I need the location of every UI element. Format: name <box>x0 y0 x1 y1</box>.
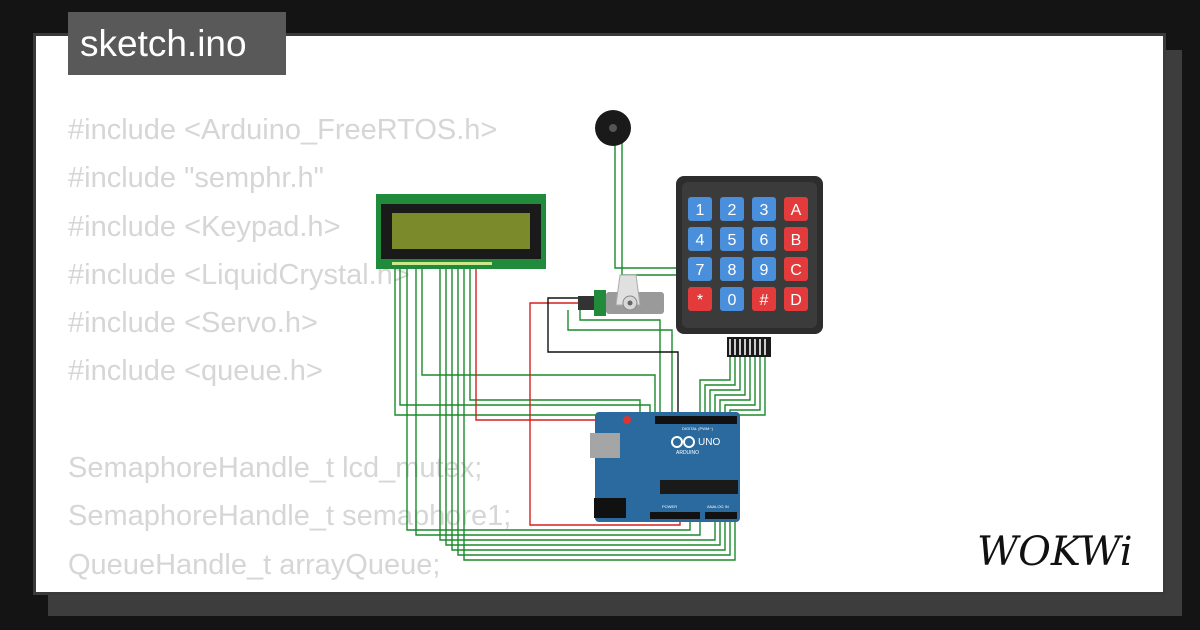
wire-lcd-3 <box>406 265 691 531</box>
keypad-key-B[interactable]: B <box>784 227 808 251</box>
keypad-key-#[interactable]: # <box>752 287 776 311</box>
wire-lcd-11 <box>469 265 641 420</box>
keypad-key-4[interactable]: 4 <box>688 227 712 251</box>
wire-lcd-8 <box>451 265 726 551</box>
arduino-analog-label: ANALOG IN <box>707 504 729 509</box>
wire-lcd-2 <box>399 265 651 420</box>
keypad-key-label: C <box>790 262 802 279</box>
keypad-key-label: B <box>791 232 802 249</box>
keypad-key-label: 4 <box>696 232 705 249</box>
keypad-key-9[interactable]: 9 <box>752 257 776 281</box>
keypad-key-8[interactable]: 8 <box>720 257 744 281</box>
keypad-key-1[interactable]: 1 <box>688 197 712 221</box>
wire-lcd-6 <box>439 265 716 541</box>
code-line: SemaphoreHandle_t semaphore1; <box>68 500 512 533</box>
buzzer <box>595 110 631 146</box>
wire-buzzer <box>614 140 676 269</box>
wire-keypad-3 <box>709 355 741 420</box>
wire-buzzer-2 <box>621 140 676 276</box>
keypad-key-C[interactable]: C <box>784 257 808 281</box>
code-line: #include <LiquidCrystal.h> <box>68 258 410 291</box>
wire-servo-2 <box>579 302 661 420</box>
wire-keypad-5 <box>719 355 751 420</box>
code-line: #include <Keypad.h> <box>68 210 341 243</box>
code-line: #include <Arduino_FreeRTOS.h> <box>68 114 498 146</box>
code-line: SemaphoreHandle_t lcd_mutex; <box>68 452 483 485</box>
arduino-brand: ARDUINO <box>676 450 699 456</box>
arduino-model: UNO <box>698 437 720 448</box>
code-line: #include <queue.h> <box>68 355 323 388</box>
keypad-key-A[interactable]: A <box>784 197 808 221</box>
keypad-keys: 1 2 3 A 4 5 6 B 7 8 9 C * 0 # D <box>688 197 808 311</box>
arduino-power-label: POWER <box>662 504 677 509</box>
code-line: QueueHandle_t arrayQueue; <box>68 548 441 581</box>
keypad-key-label: 0 <box>728 292 737 309</box>
keypad-key-label: 7 <box>696 262 705 279</box>
lcd-display <box>376 194 546 269</box>
arduino-uno: UNO ARDUINO DIGITAL (PWM~) ANALOG IN POW… <box>590 412 740 522</box>
keypad-key-label: 5 <box>728 232 737 249</box>
wire-lcd-5 <box>421 265 656 420</box>
wire-lcd-9 <box>457 265 731 556</box>
keypad-key-label: 6 <box>760 232 769 249</box>
keypad-key-3[interactable]: 3 <box>752 197 776 221</box>
wire-lcd-10 <box>463 265 736 561</box>
keypad-key-label: # <box>760 292 769 309</box>
code-listing: #include <Arduino_FreeRTOS.h> #include "s… <box>68 106 511 589</box>
keypad-key-D[interactable]: D <box>784 287 808 311</box>
wire-lcd-4 <box>415 265 701 536</box>
keypad-key-0[interactable]: 0 <box>720 287 744 311</box>
wokwi-logo: WOKWi <box>977 529 1133 575</box>
wire-keypad-2 <box>704 355 736 420</box>
wire-lcd-1 <box>394 265 621 420</box>
keypad-key-label: * <box>697 292 703 309</box>
keypad: 1 2 3 A 4 5 6 B 7 8 9 C * 0 # D <box>676 176 823 357</box>
wire-keypad-4 <box>714 355 746 420</box>
arduino-digital-label: DIGITAL (PWM~) <box>682 426 714 431</box>
code-line: #include "semphr.h" <box>68 162 324 195</box>
wire-lcd-7 <box>445 265 721 546</box>
keypad-key-*[interactable]: * <box>688 287 712 311</box>
keypad-key-label: 8 <box>728 262 737 279</box>
wire-keypad-1 <box>699 355 731 420</box>
keypad-key-2[interactable]: 2 <box>720 197 744 221</box>
wire-servo <box>567 310 673 420</box>
keypad-key-7[interactable]: 7 <box>688 257 712 281</box>
keypad-key-5[interactable]: 5 <box>720 227 744 251</box>
file-name-tab: sketch.ino <box>68 12 286 75</box>
keypad-key-label: A <box>791 202 802 219</box>
keypad-key-label: 2 <box>728 202 737 219</box>
keypad-key-6[interactable]: 6 <box>752 227 776 251</box>
keypad-key-label: 3 <box>760 202 769 219</box>
logo-text: WOKWi <box>977 529 1133 575</box>
code-line: #include <Servo.h> <box>68 307 318 340</box>
keypad-key-label: 1 <box>696 202 705 219</box>
keypad-key-label: D <box>790 292 802 309</box>
keypad-key-label: 9 <box>760 262 769 279</box>
servo-motor <box>578 274 664 316</box>
